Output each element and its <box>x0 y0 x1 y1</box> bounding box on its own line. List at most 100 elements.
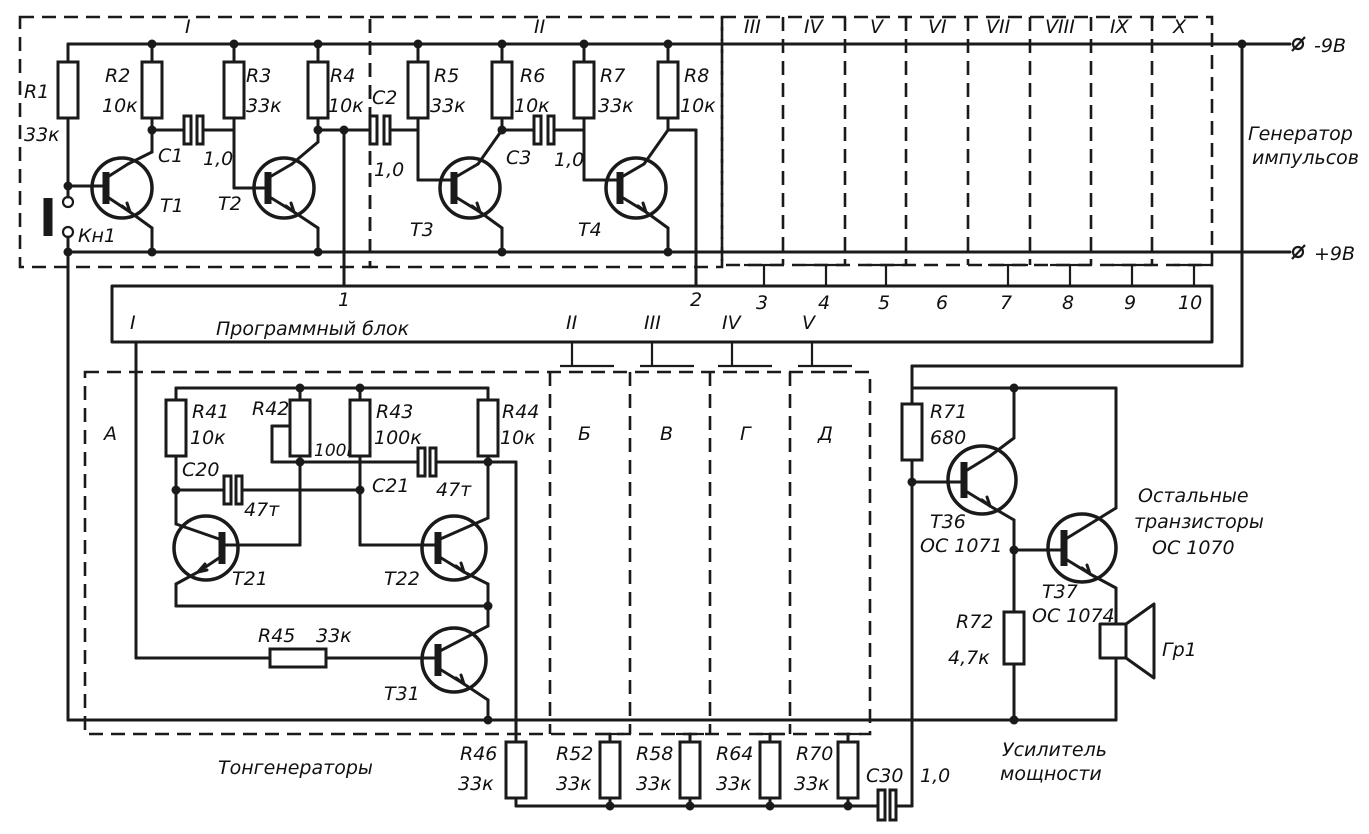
power-amplifier: R71 680 T36 ОС 1071 R72 4,7к T37 ОС 1074 <box>900 364 1197 722</box>
resistor-r64 <box>758 740 782 800</box>
r2-name: R2 <box>105 65 130 87</box>
c30-name: C30 <box>866 765 903 787</box>
t2-label: T2 <box>218 193 242 215</box>
r5-name: R5 <box>434 65 459 87</box>
r42-value: 100к <box>314 441 357 461</box>
resistor-r41 <box>164 398 188 458</box>
r43-value: 100к <box>374 427 422 449</box>
section-label-x: X <box>1172 16 1187 38</box>
speaker-label: Гр1 <box>1162 639 1197 661</box>
c20-value: 47т <box>244 499 280 521</box>
program-block-input-stubs <box>744 263 1212 286</box>
switch-label: Кн1 <box>78 225 116 247</box>
resistor-r46 <box>504 740 528 800</box>
c1-name: C1 <box>158 145 183 167</box>
r70-value: 33к <box>794 773 830 795</box>
r45-name: R45 <box>258 625 295 647</box>
other-transistors-caption-line3: ОС 1070 <box>1152 537 1235 559</box>
negative-supply-label: -9В <box>1314 35 1346 57</box>
program-input-10: 10 <box>1178 292 1202 314</box>
r71-value: 680 <box>930 427 966 449</box>
pulse-section-labels: I II III IV V VI VII VIII IX X <box>185 16 1187 38</box>
transistor-t37 <box>1046 512 1118 584</box>
program-input-1: 1 <box>338 289 350 311</box>
program-block-box <box>110 284 1214 344</box>
tone-section-v: В <box>660 423 673 445</box>
resistor-r42 <box>288 398 312 458</box>
pulse-generator-section-i: R1 33к Кн1 T1 R2 10к C1 <box>24 39 372 722</box>
c2-name: C2 <box>372 87 397 109</box>
resistor-r71 <box>900 402 924 462</box>
pulse-generator-caption-line2: импульсов <box>1252 147 1359 169</box>
r71-name: R71 <box>930 401 967 423</box>
resistor-r4 <box>306 60 330 120</box>
program-output-iv: IV <box>722 312 743 334</box>
t22-label: T22 <box>384 568 420 590</box>
section-label-iv: IV <box>804 16 825 38</box>
amplifier-caption-line1: Усилитель <box>1002 739 1107 761</box>
capacitor-c30 <box>876 788 887 822</box>
r41-value: 10к <box>190 427 226 449</box>
r7-name: R7 <box>600 65 625 87</box>
r72-value: 4,7к <box>948 647 990 669</box>
resistor-r6 <box>490 60 514 120</box>
r5-value: 33к <box>430 95 466 117</box>
t36-type: ОС 1071 <box>920 535 1003 557</box>
c3-name: C3 <box>506 147 531 169</box>
tone-section-b: Б <box>578 423 591 445</box>
r44-name: R44 <box>502 401 539 423</box>
r52-name: R52 <box>556 743 593 765</box>
r8-name: R8 <box>684 65 709 87</box>
c21-name: C21 <box>372 475 409 497</box>
capacitor-c2 <box>368 114 379 146</box>
t31-label: T31 <box>384 683 420 705</box>
r8-value: 10к <box>680 95 716 117</box>
program-input-4: 4 <box>818 292 830 314</box>
r44-value: 10к <box>500 427 536 449</box>
pulse-generator-section-ii: C2 1,0 R5 33к T3 R6 10к C3 1,0 <box>368 39 716 288</box>
power-rails: -9В +9В <box>66 35 1355 368</box>
positive-supply-label: +9В <box>1314 243 1355 265</box>
other-transistors-caption-line2: транзисторы <box>1134 511 1264 533</box>
capacitor-c1 <box>182 114 193 146</box>
section-label-vii: VII <box>986 16 1011 38</box>
program-output-ii: II <box>566 312 578 334</box>
resistor-r1 <box>56 60 80 120</box>
t1-label: T1 <box>160 195 184 217</box>
resistor-r45 <box>268 647 328 669</box>
other-transistors-caption-line1: Остальные <box>1138 485 1249 507</box>
r6-name: R6 <box>520 65 545 87</box>
r58-name: R58 <box>636 743 673 765</box>
r52-value: 33к <box>556 773 592 795</box>
program-input-3: 3 <box>756 292 768 314</box>
c21-value: 47т <box>436 479 472 501</box>
r58-value: 33к <box>636 773 672 795</box>
program-input-8: 8 <box>1062 292 1074 314</box>
resistor-r5 <box>406 60 430 120</box>
r1-value: 33к <box>24 124 60 146</box>
r64-value: 33к <box>716 773 752 795</box>
r6-value: 10к <box>514 95 550 117</box>
r41-name: R41 <box>192 401 229 423</box>
r43-name: R43 <box>376 401 413 423</box>
transistor-t36 <box>946 444 1018 516</box>
amplifier-caption-line2: мощности <box>1000 763 1102 785</box>
section-label-i: I <box>185 16 191 38</box>
tone-section-d: Д <box>817 423 833 445</box>
section-label-iii: III <box>744 16 761 38</box>
t37-type: ОС 1074 <box>1032 605 1115 627</box>
section-label-v: V <box>870 16 885 38</box>
t21-label: T21 <box>232 568 268 590</box>
program-input-5: 5 <box>878 292 890 314</box>
r72-name: R72 <box>956 611 993 633</box>
c30-value: 1,0 <box>920 765 950 787</box>
c1-value: 1,0 <box>203 148 233 170</box>
resistor-r58 <box>678 740 702 800</box>
r4-name: R4 <box>330 65 355 87</box>
section-label-vi: VI <box>928 16 947 38</box>
section-label-ix: IX <box>1110 16 1130 38</box>
t4-label: T4 <box>578 219 602 241</box>
c20-name: C20 <box>182 459 219 481</box>
program-input-9: 9 <box>1124 292 1136 314</box>
